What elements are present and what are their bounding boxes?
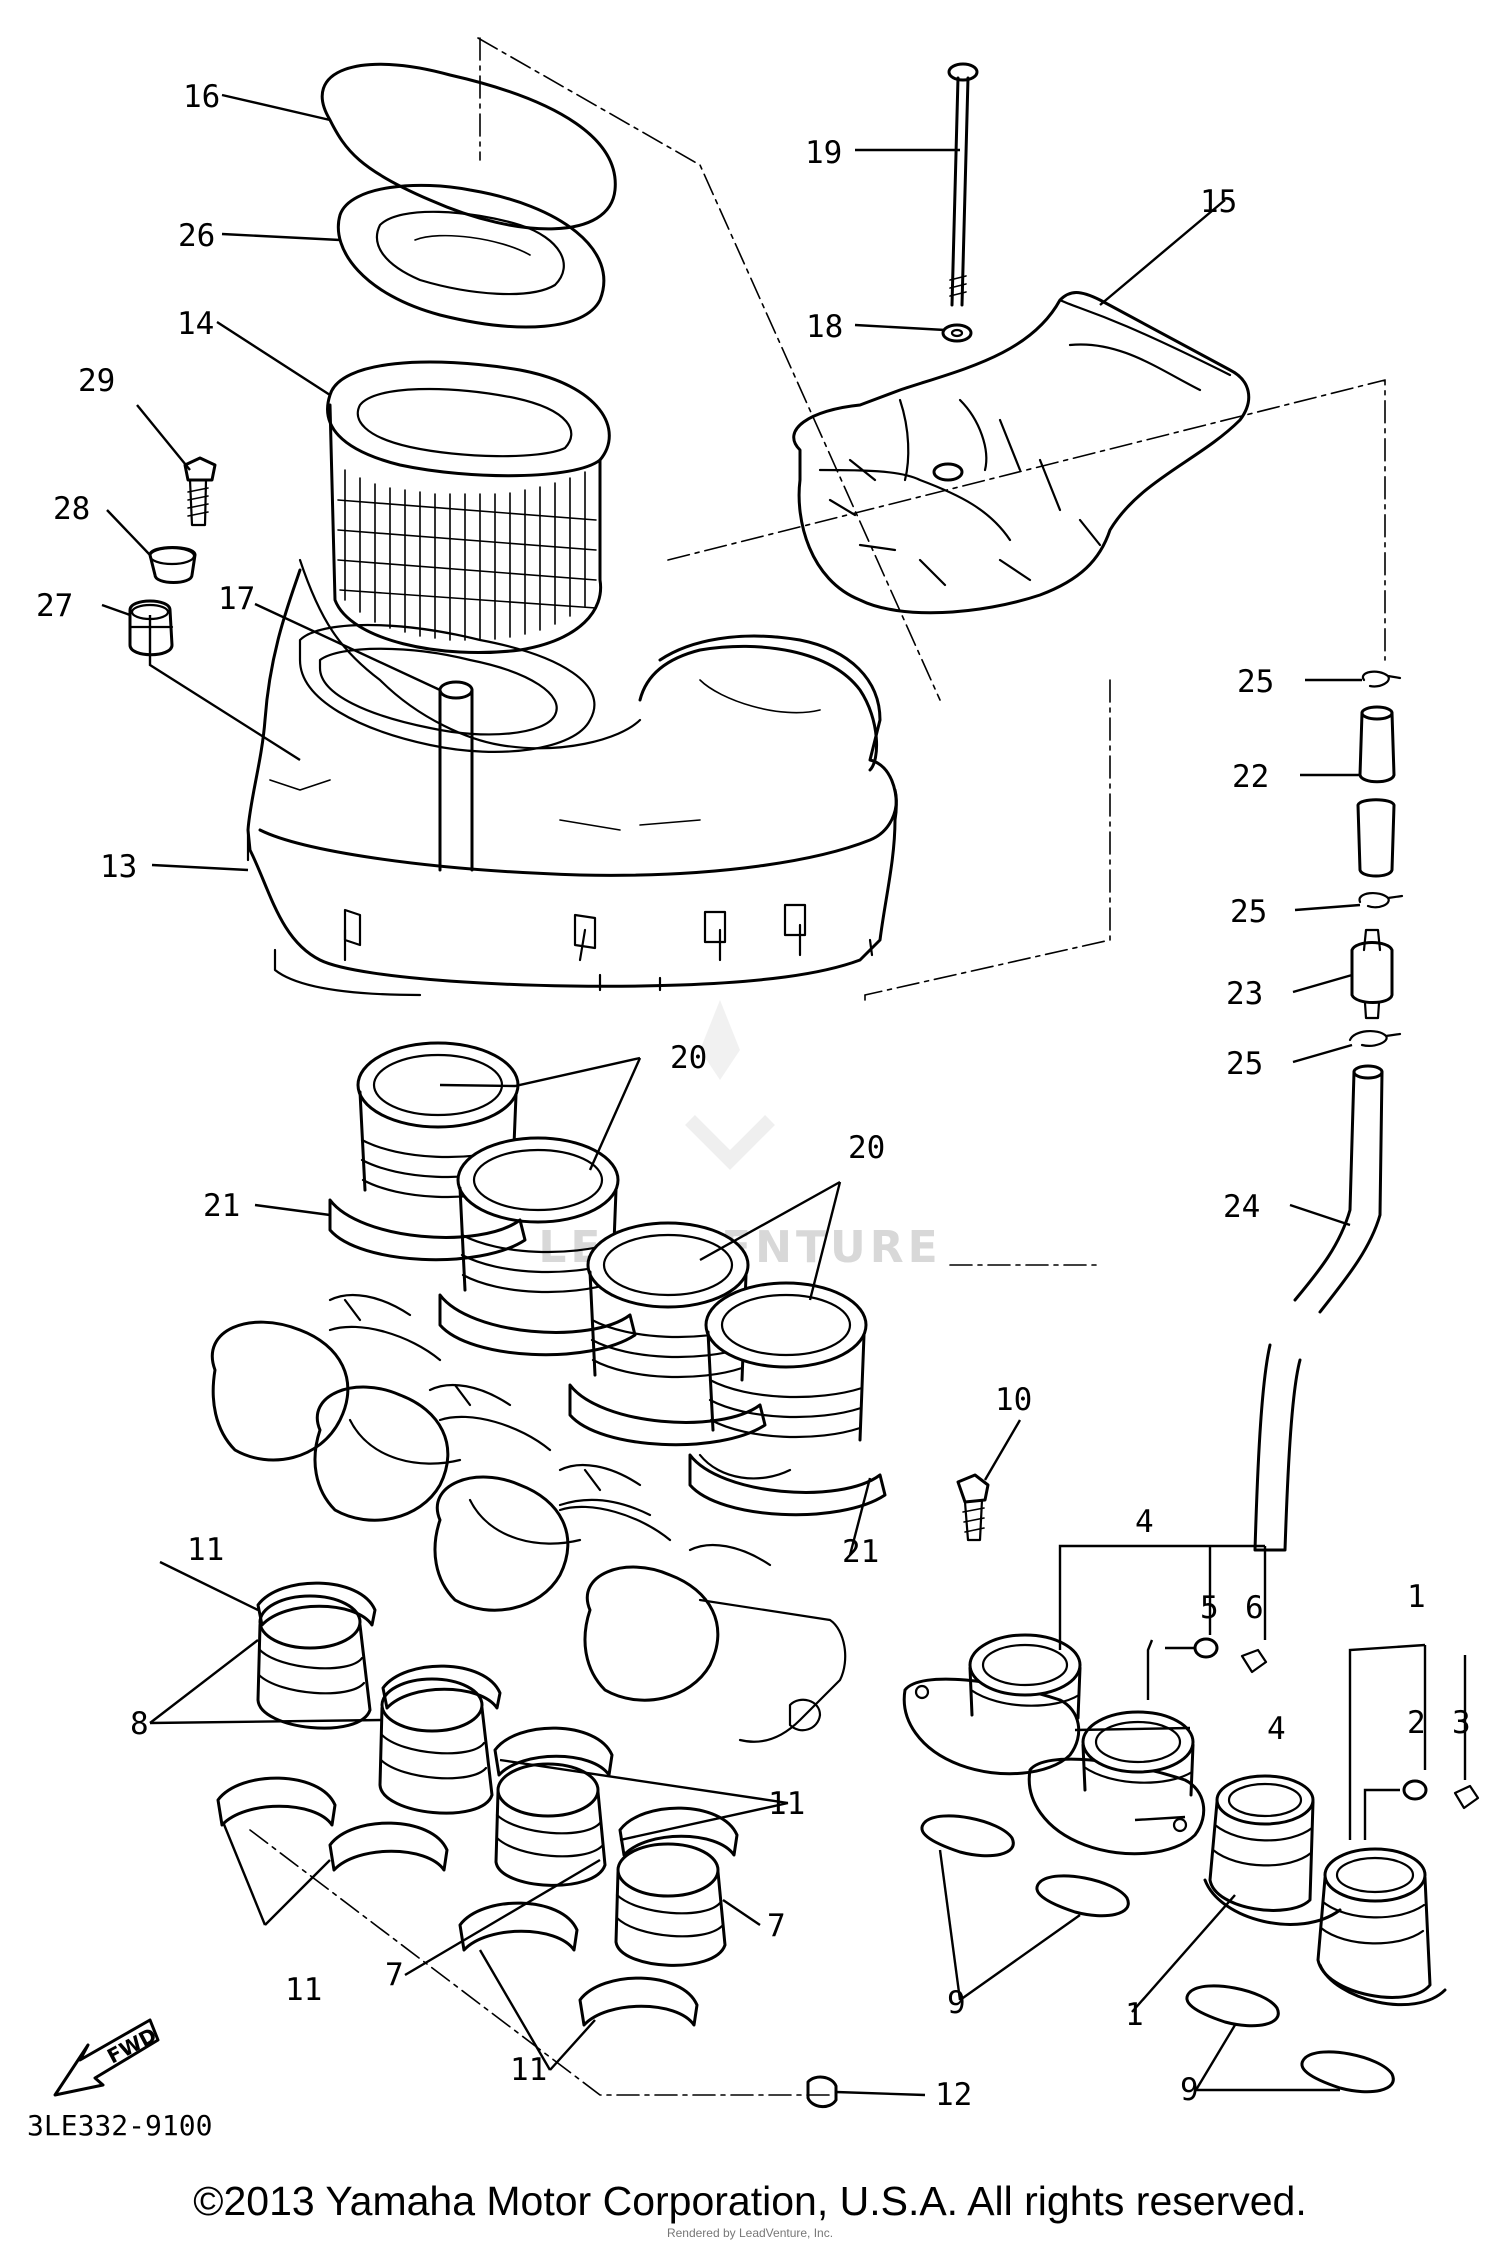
callout-29: 29: [78, 363, 115, 399]
part-19-bolt: [947, 62, 979, 307]
callout-4-a: 4: [1135, 1504, 1154, 1540]
part-4-joint-a: [902, 1633, 1082, 1776]
part-17-pipe: [438, 680, 474, 872]
watermark-logo: [685, 1000, 775, 1170]
callout-11-a: 11: [187, 1532, 224, 1568]
fwd-arrow-icon: FWD: [53, 2018, 161, 2097]
callout-13: 13: [100, 849, 137, 885]
callout-15: 15: [1200, 184, 1237, 220]
callout-20-b: 20: [848, 1130, 885, 1166]
part-25-clamp-b: [1358, 892, 1404, 909]
callout-18: 18: [806, 309, 843, 345]
render-credit: Rendered by LeadVenture, Inc.: [666, 2226, 834, 2240]
part-21-clamps: [328, 1198, 887, 1517]
part-12-cap: [806, 2075, 838, 2108]
callout-20-a: 20: [670, 1040, 707, 1076]
part-25-clamp-a: [1361, 670, 1402, 688]
callout-1-b: 1: [1125, 1997, 1144, 2033]
part-18-washer: [941, 323, 973, 343]
carburetor-assembly: [210, 1293, 847, 1743]
part-3-screw: [1453, 1784, 1480, 1810]
callout-28: 28: [53, 491, 90, 527]
callout-5: 5: [1200, 1590, 1219, 1626]
callout-3: 3: [1452, 1705, 1471, 1741]
part-2-washer: [1402, 1779, 1428, 1801]
leader-lines: [101, 93, 1467, 2097]
guide-lines: [249, 37, 1386, 2096]
callout-21-a: 21: [203, 1188, 240, 1224]
part-10-screw: [956, 1473, 990, 1542]
part-15-cap: [792, 291, 1251, 615]
part-code: 3LE332-9100: [27, 2109, 212, 2142]
callout-19: 19: [805, 135, 842, 171]
callout-25-b: 25: [1230, 894, 1267, 930]
callout-16: 16: [183, 79, 220, 115]
callout-24: 24: [1223, 1189, 1260, 1225]
callout-9-a: 9: [947, 1985, 966, 2021]
part-24-hose: [1253, 1064, 1384, 1552]
part-20-funnels: [356, 1041, 868, 1442]
callout-17: 17: [218, 581, 255, 617]
callout-11-c: 11: [285, 1972, 322, 2008]
callout-23: 23: [1226, 976, 1263, 1012]
callout-26: 26: [178, 218, 215, 254]
part-16-ring: [320, 62, 617, 231]
callout-22: 22: [1232, 759, 1269, 795]
part-5-washer: [1193, 1637, 1219, 1659]
callout-21-b: 21: [842, 1534, 879, 1570]
callout-7-a: 7: [767, 1908, 786, 1944]
callout-4-b: 4: [1267, 1711, 1286, 1747]
callout-27: 27: [36, 588, 73, 624]
callout-6: 6: [1245, 1590, 1264, 1626]
callout-7-b: 7: [385, 1957, 404, 1993]
callout-25-c: 25: [1226, 1046, 1263, 1082]
copyright-notice: ©2013 Yamaha Motor Corporation, U.S.A. A…: [193, 2178, 1307, 2224]
callout-14: 14: [177, 306, 214, 342]
part-23-filter: [1350, 928, 1394, 1020]
part-11-clamps: [216, 1581, 739, 2027]
part-1-joint-a: [1203, 1774, 1342, 1926]
part-26-plate: [336, 183, 606, 329]
callout-25-a: 25: [1237, 664, 1274, 700]
part-4-joint-b: [1027, 1710, 1206, 1856]
callout-9-b: 9: [1180, 2072, 1199, 2108]
part-7-joints: [494, 1762, 727, 1967]
callout-1-a: 1: [1407, 1579, 1426, 1615]
part-13-filter-case: [246, 558, 898, 997]
callout-11-b: 11: [768, 1786, 805, 1822]
callout-12: 12: [935, 2077, 972, 2113]
part-9-gaskets: [920, 1814, 1395, 2094]
part-25-clamp-c: [1348, 1030, 1402, 1047]
part-6-screw: [1240, 1648, 1268, 1674]
part-8-joints: [256, 1594, 494, 1815]
part-28-collar: [148, 546, 197, 584]
part-29-bolt: [183, 456, 217, 527]
part-1-joint-b: [1316, 1847, 1447, 2007]
callout-2: 2: [1407, 1705, 1426, 1741]
part-14-filter: [326, 360, 611, 654]
part-22-hose: [1356, 705, 1396, 878]
callout-11-d: 11: [510, 2052, 547, 2088]
callout-labels: 16 26 14 29 28 27 17 13 19 15 18 25 22 2…: [36, 79, 1471, 2113]
callout-10: 10: [995, 1382, 1032, 1418]
callout-8: 8: [130, 1706, 149, 1742]
